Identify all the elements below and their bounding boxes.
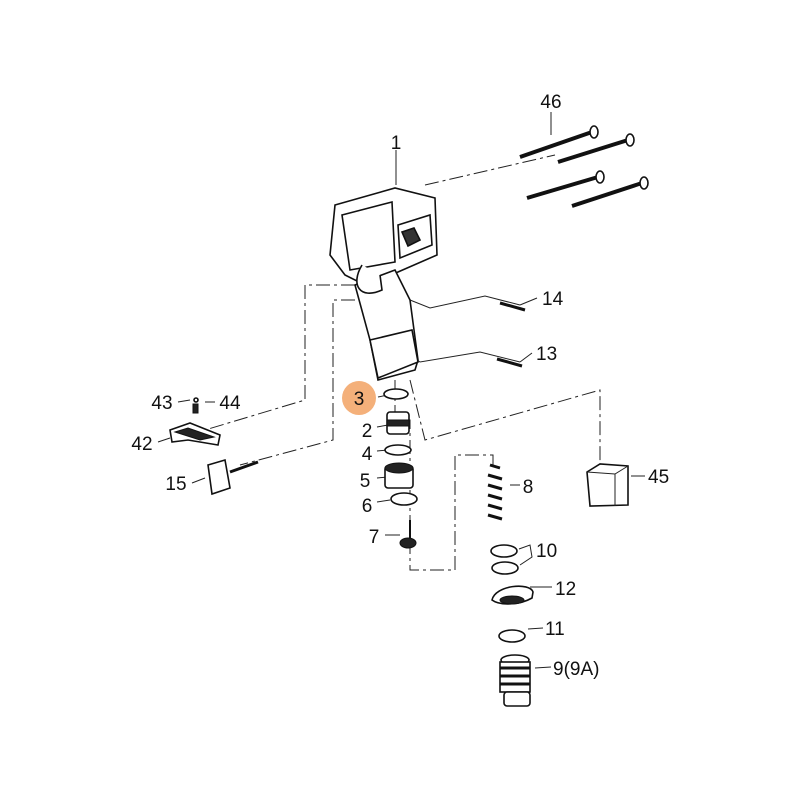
o-ring-10b bbox=[491, 561, 519, 575]
label-12[interactable]: 12 bbox=[555, 579, 576, 600]
part-9 bbox=[499, 654, 531, 707]
part-15 bbox=[207, 458, 259, 496]
label-15[interactable]: 15 bbox=[165, 474, 186, 495]
part-45 bbox=[586, 463, 629, 507]
label-6[interactable]: 6 bbox=[362, 496, 373, 517]
part-7 bbox=[399, 537, 417, 549]
o-ring-10a bbox=[490, 544, 518, 558]
label-3[interactable]: 3 bbox=[354, 389, 365, 410]
pins-14-13 bbox=[496, 301, 526, 368]
o-ring-11 bbox=[498, 629, 526, 643]
label-11[interactable]: 11 bbox=[545, 619, 565, 640]
label-13[interactable]: 13 bbox=[536, 344, 557, 365]
label-1[interactable]: 1 bbox=[391, 133, 402, 154]
label-8[interactable]: 8 bbox=[523, 477, 534, 498]
label-2[interactable]: 2 bbox=[362, 421, 373, 442]
housing-part-1 bbox=[329, 187, 438, 381]
o-ring-6 bbox=[390, 492, 418, 506]
valve-stack bbox=[383, 388, 418, 549]
highlight-circle[interactable] bbox=[342, 381, 376, 415]
label-43[interactable]: 43 bbox=[151, 393, 172, 414]
label-14[interactable]: 14 bbox=[542, 289, 564, 310]
label-9[interactable]: 9(9A) bbox=[553, 659, 599, 680]
o-ring-4 bbox=[384, 444, 412, 456]
label-5[interactable]: 5 bbox=[360, 471, 371, 492]
label-4[interactable]: 4 bbox=[362, 444, 373, 465]
label-10[interactable]: 10 bbox=[536, 541, 557, 562]
bolts-46 bbox=[519, 125, 649, 208]
label-46[interactable]: 46 bbox=[540, 92, 561, 113]
part-labels: 46 1 14 13 43 44 42 3 2 4 5 6 7 8 10 12 … bbox=[131, 92, 669, 680]
label-42[interactable]: 42 bbox=[131, 434, 152, 455]
spring-8 bbox=[487, 463, 503, 521]
label-44[interactable]: 44 bbox=[219, 393, 241, 414]
label-7[interactable]: 7 bbox=[369, 527, 380, 548]
assembly-lines bbox=[204, 154, 601, 571]
o-ring-3 bbox=[383, 388, 409, 400]
label-45[interactable]: 45 bbox=[648, 467, 669, 488]
leader-lines bbox=[157, 112, 645, 669]
right-stack bbox=[487, 463, 534, 707]
trigger-parts-42-43-44 bbox=[169, 397, 221, 446]
